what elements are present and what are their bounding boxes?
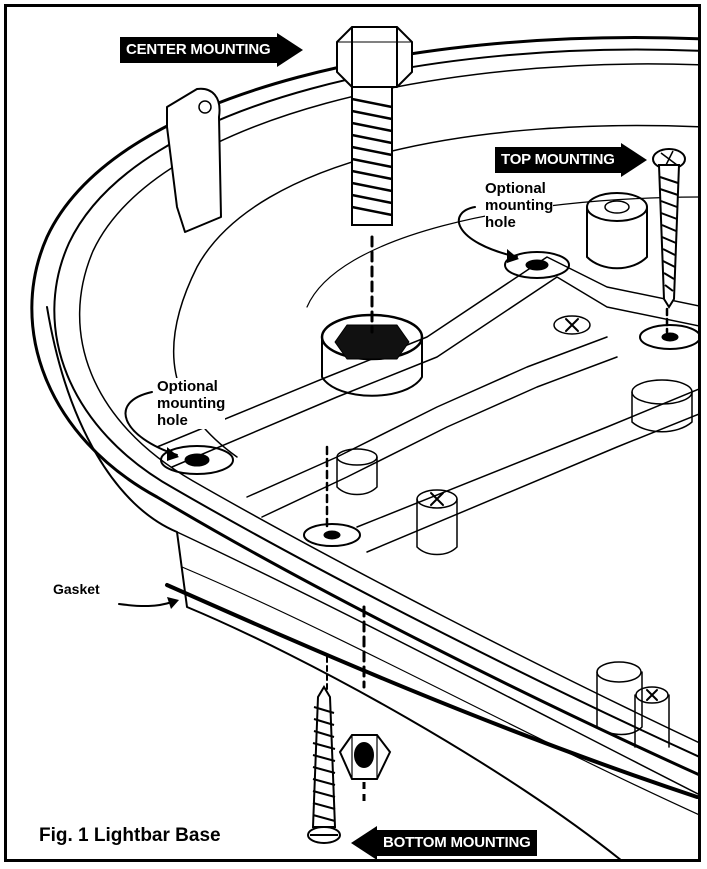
frame-rail-lower: [246, 336, 608, 498]
center-mounting-label: CENTER MOUNTING: [120, 37, 277, 63]
wood-screw-icon: [307, 685, 341, 844]
hex-bolt-icon: [336, 26, 413, 226]
top-mounting-label: TOP MOUNTING: [495, 147, 621, 173]
leader-left-hole: [124, 391, 178, 456]
post-lower-right: [596, 671, 643, 736]
post-upper-right: [586, 206, 648, 270]
frame-rail-lower-2: [261, 356, 618, 518]
arrow-right-icon: [276, 33, 303, 67]
center-mounting-callout: CENTER MOUNTING: [120, 33, 303, 67]
gasket-label: Gasket: [53, 581, 100, 598]
center-boss-body: [321, 336, 423, 397]
housing-skirt-edge: [181, 566, 698, 815]
post-right-mid: [631, 391, 693, 433]
housing-skirt: [46, 306, 622, 859]
right-hole-boss: [504, 251, 570, 279]
screw-post-upper: [553, 315, 591, 335]
frame-rail-upper-2: [171, 276, 698, 468]
arrow-left-icon: [351, 826, 377, 859]
tray-floor-line: [306, 196, 698, 308]
top-mount-boss: [639, 324, 698, 350]
arrow-right-icon: [620, 143, 647, 177]
left-optional-hole: [184, 453, 210, 467]
screw-post-lower: [635, 686, 669, 704]
bottom-mounting-label: BOTTOM MOUNTING: [377, 830, 537, 856]
frame-rail-diag: [356, 388, 698, 528]
center-hex-socket: [334, 324, 410, 360]
left-hole-boss: [160, 445, 234, 475]
optional-hole-label-right: Optional mounting hole: [485, 180, 554, 231]
top-mounting-callout: TOP MOUNTING: [495, 143, 647, 177]
leader-gasket: [118, 601, 173, 608]
right-optional-hole: [525, 259, 549, 271]
post-mid: [336, 456, 378, 496]
bottom-mount-boss: [303, 523, 361, 547]
bottom-mounting-callout: BOTTOM MOUNTING: [351, 826, 537, 859]
leader-right-hole: [458, 206, 518, 258]
post-upper-right-top: [586, 192, 648, 222]
figure-caption: Fig. 1 Lightbar Base: [39, 825, 221, 846]
lightbar-base-drawing: [30, 26, 698, 859]
housing-skirt-2: [176, 531, 698, 795]
mounting-tab: [166, 87, 222, 233]
figure-frame: CENTER MOUNTING TOP MOUNTING BOTTOM MOUN…: [4, 4, 701, 862]
frame-rail-diag-2: [366, 413, 698, 553]
optional-hole-label-left: Optional mounting hole: [157, 378, 226, 429]
frame-rail-upper: [156, 256, 698, 448]
hex-nut-icon: [338, 734, 392, 802]
round-head-screw-icon: [652, 148, 686, 309]
gasket-line: [165, 583, 698, 799]
